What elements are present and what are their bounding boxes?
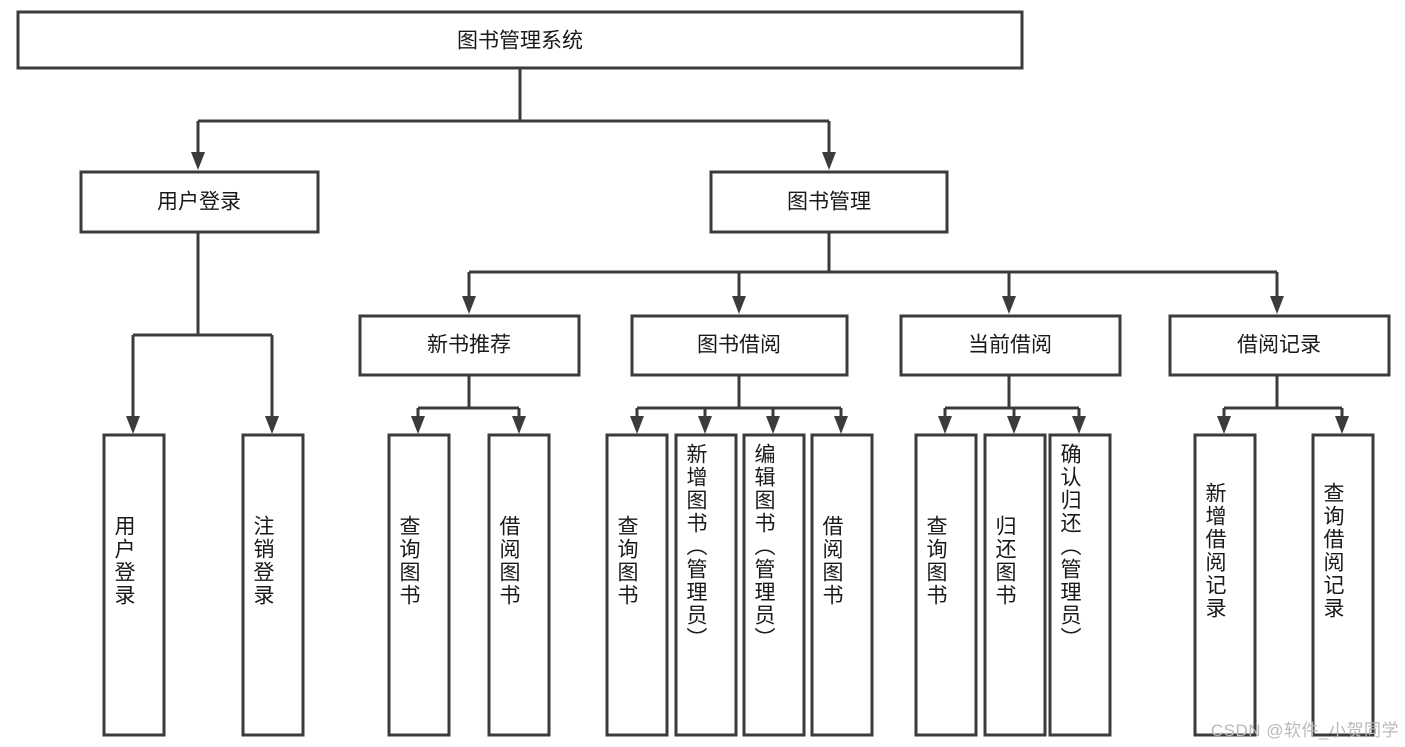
- node-leaf-query-book-1-box[interactable]: [387, 433, 451, 737]
- arrowhead-user-login: [191, 152, 205, 170]
- connector-group-borrow-record: [1217, 375, 1349, 434]
- connector-group-new-book-recommend: [411, 375, 526, 434]
- node-current-borrow-box[interactable]: [899, 314, 1122, 377]
- node-user-login-box[interactable]: [79, 170, 320, 234]
- node-leaf-edit-book-box[interactable]: [742, 433, 806, 737]
- node-book-borrow-box[interactable]: [630, 314, 849, 377]
- arrowhead-leaf-user-login: [126, 416, 140, 434]
- arrowhead-leaf-add-book: [698, 416, 712, 434]
- arrowhead-book-borrow: [732, 296, 746, 314]
- arrowhead-leaf-confirm-return: [1072, 416, 1086, 434]
- node-book-borrow-label: 图书借阅: [697, 334, 781, 357]
- node-borrow-record-box[interactable]: [1168, 314, 1391, 377]
- node-root-label: 图书管理系统: [457, 30, 583, 53]
- node-leaf-user-login-box[interactable]: [102, 433, 166, 737]
- arrowhead-leaf-return-book: [1007, 416, 1021, 434]
- node-leaf-query-book-2-box[interactable]: [605, 433, 669, 737]
- node-root-box[interactable]: [16, 10, 1024, 70]
- node-current-borrow-label: 当前借阅: [968, 334, 1052, 357]
- arrowhead-leaf-edit-book: [766, 416, 780, 434]
- node-leaf-add-book-box[interactable]: [674, 433, 738, 737]
- arrowhead-new-book-recommend: [462, 296, 476, 314]
- node-leaf-borrow-book-2-box[interactable]: [810, 433, 874, 737]
- arrowhead-leaf-add-record: [1217, 416, 1231, 434]
- node-leaf-borrow-book-1-box[interactable]: [487, 433, 551, 737]
- connector-group-current-borrow: [938, 375, 1086, 434]
- arrowhead-leaf-query-book-3: [938, 416, 952, 434]
- node-leaf-logout-box[interactable]: [241, 433, 305, 737]
- node-book-manage-box[interactable]: [709, 170, 949, 234]
- arrowhead-leaf-query-book-1: [411, 416, 425, 434]
- csdn-watermark: CSDN @软件_小贺同学: [1210, 721, 1399, 740]
- node-leaf-query-book-3-box[interactable]: [914, 433, 978, 737]
- arrowhead-current-borrow: [1002, 296, 1016, 314]
- node-new-book-recommend-label: 新书推荐: [427, 334, 511, 357]
- arrowhead-leaf-borrow-book-1: [512, 416, 526, 434]
- connector-group-root: [191, 68, 836, 170]
- connector-group-user-login: [126, 232, 279, 434]
- connector-group-book-manage: [462, 232, 1284, 314]
- arrowhead-leaf-query-book-2: [630, 416, 644, 434]
- node-leaf-confirm-return-box[interactable]: [1048, 433, 1112, 737]
- node-leaf-add-record-box[interactable]: [1193, 433, 1257, 737]
- arrowhead-leaf-borrow-book-2: [834, 416, 848, 434]
- node-leaf-query-record-box[interactable]: [1311, 433, 1375, 737]
- node-leaf-return-book-box[interactable]: [983, 433, 1047, 737]
- arrowhead-borrow-record: [1270, 296, 1284, 314]
- node-borrow-record-label: 借阅记录: [1237, 334, 1321, 357]
- arrowhead-leaf-query-record: [1335, 416, 1349, 434]
- node-new-book-recommend-box[interactable]: [358, 314, 581, 377]
- arrowhead-book-manage: [822, 152, 836, 170]
- arrowhead-leaf-logout: [265, 416, 279, 434]
- node-book-manage-label: 图书管理: [787, 191, 871, 214]
- node-user-login-label: 用户登录: [157, 191, 241, 214]
- connector-group-book-borrow: [630, 375, 848, 434]
